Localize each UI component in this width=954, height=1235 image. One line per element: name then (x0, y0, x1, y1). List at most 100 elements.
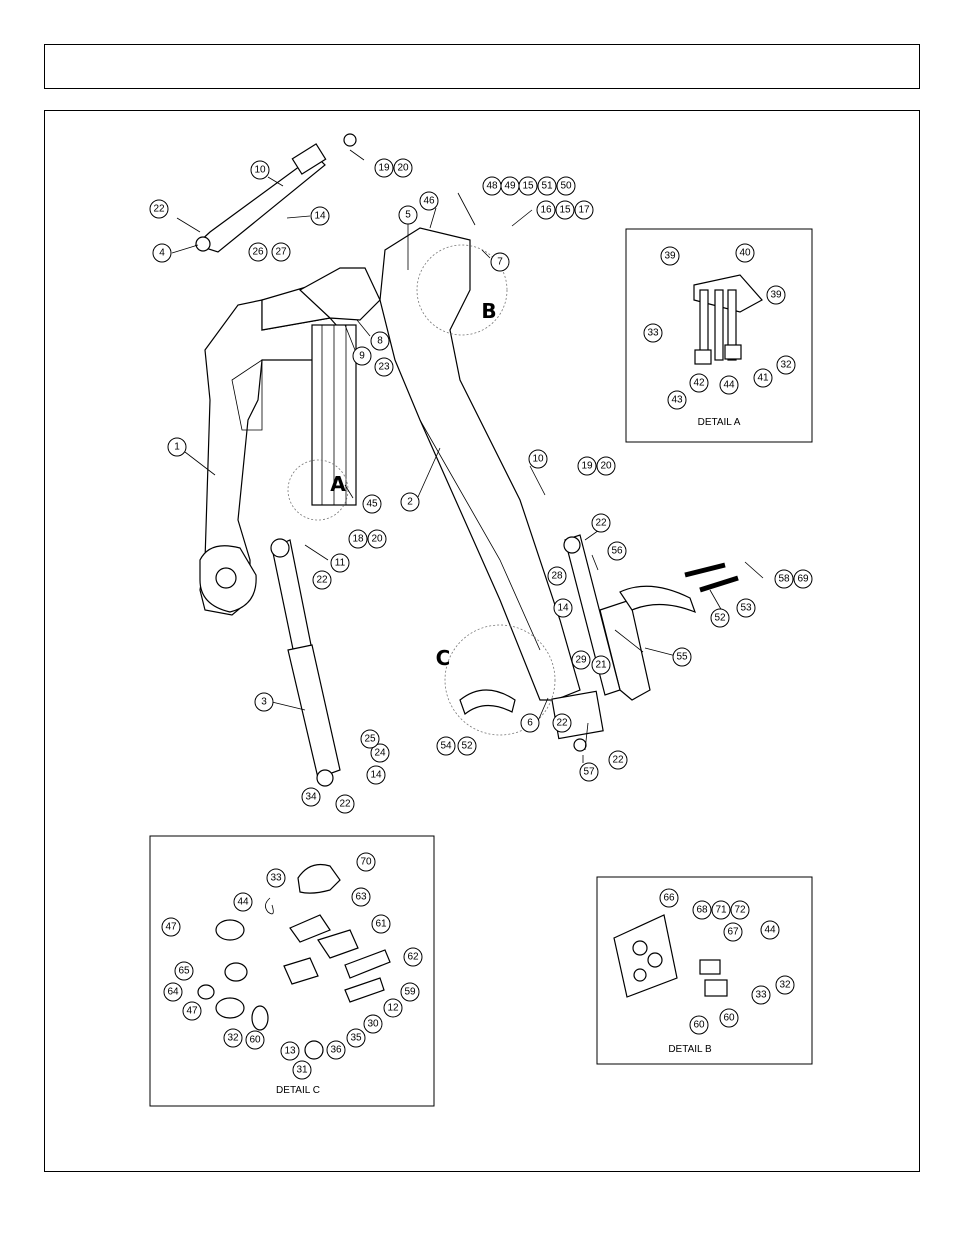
svg-text:15: 15 (559, 205, 571, 216)
svg-text:48: 48 (486, 181, 498, 192)
top-cylinder-eye (195, 236, 211, 252)
detail-b-coupler-2 (704, 979, 728, 997)
svg-text:52: 52 (714, 613, 726, 624)
svg-text:10: 10 (532, 454, 544, 465)
svg-text:2: 2 (407, 497, 413, 508)
detail-c-callout-12: 12 (383, 998, 403, 1018)
svg-text:22: 22 (153, 204, 165, 215)
callout-69: 69 (793, 569, 813, 589)
detail-c-callout-70: 65 (174, 961, 194, 981)
detail-a-marker: A (330, 472, 346, 496)
detail-c-callout-44: 44 (233, 892, 253, 912)
detail-c-callout-33: 33 (266, 868, 286, 888)
svg-text:61: 61 (375, 919, 387, 930)
leader-lines (171, 149, 764, 763)
svg-text:25: 25 (364, 734, 376, 745)
o-ring-60 (251, 1005, 269, 1031)
detail-c-callout-61: 61 (371, 914, 391, 934)
svg-text:14: 14 (557, 603, 569, 614)
svg-text:63: 63 (355, 892, 367, 903)
detail-b-callout-67: 67 (723, 922, 743, 942)
svg-text:6: 6 (527, 718, 533, 729)
svg-text:19: 19 (581, 461, 593, 472)
nut-47-bottom (215, 997, 245, 1019)
detail-a-callout-32: 32 (776, 355, 796, 375)
detail-c-label: DETAIL C (276, 1085, 320, 1096)
svg-text:43: 43 (671, 395, 683, 406)
callout-14-bottom: 14 (366, 765, 386, 785)
svg-text:56: 56 (611, 546, 623, 557)
detail-a-callout-39-left: 39 (660, 246, 680, 266)
detail-c-callout-35: 35 (346, 1028, 366, 1048)
callout-51: 51 (537, 176, 557, 196)
detail-b-callout-68: 68 (692, 900, 712, 920)
detail-c-callout-47-top: 47 (161, 917, 181, 937)
lift-cylinder-eye-top (270, 538, 290, 558)
svg-text:44: 44 (723, 380, 735, 391)
callout-20-mid: 20 (596, 456, 616, 476)
detail-b-callout-72: 72 (730, 900, 750, 920)
detail-a-callout-43: 43 (667, 390, 687, 410)
callout-57: 57 (579, 762, 599, 782)
svg-text:57: 57 (583, 767, 595, 778)
svg-text:67: 67 (727, 927, 739, 938)
svg-text:12: 12 (387, 1003, 399, 1014)
svg-text:64: 64 (167, 987, 179, 998)
detail-c-callout-63: 63 (351, 887, 371, 907)
svg-text:44: 44 (237, 897, 249, 908)
detail-c-callout-31: 31 (292, 1060, 312, 1080)
callout-2: 2 (400, 492, 420, 512)
upright-inner (231, 359, 263, 431)
detail-b-callout-66: 66 (659, 888, 679, 908)
svg-text:16: 16 (540, 205, 552, 216)
svg-text:14: 14 (314, 211, 326, 222)
svg-text:23: 23 (378, 362, 390, 373)
svg-text:11: 11 (335, 558, 346, 569)
svg-text:19: 19 (378, 163, 390, 174)
svg-text:60: 60 (249, 1035, 261, 1046)
detail-c-callout-13: 13 (280, 1041, 300, 1061)
callout-7: 7 (490, 252, 510, 272)
svg-text:22: 22 (612, 755, 624, 766)
top-cylinder-body (291, 143, 327, 175)
svg-text:47: 47 (186, 1006, 198, 1017)
svg-text:22: 22 (316, 575, 328, 586)
callout-54: 54 (436, 736, 456, 756)
callout-23: 23 (374, 357, 394, 377)
svg-text:66: 66 (663, 893, 675, 904)
callout-22-mid: 22 (312, 570, 332, 590)
adapter-12 (344, 977, 385, 1003)
callout-17: 17 (574, 200, 594, 220)
callout-34: 34 (301, 787, 321, 807)
callout-15b: 15 (555, 200, 575, 220)
svg-text:20: 20 (600, 461, 612, 472)
svg-text:22: 22 (595, 518, 607, 529)
plug-64 (197, 984, 215, 1000)
svg-text:9: 9 (359, 351, 365, 362)
detail-c-callout-64: 64 (163, 982, 183, 1002)
callout-27: 27 (271, 242, 291, 262)
svg-text:39: 39 (770, 290, 782, 301)
callout-22-right: 22 (591, 513, 611, 533)
svg-text:44: 44 (764, 925, 776, 936)
detail-b-callout-71: 71 (711, 900, 731, 920)
top-cylinder-pin-end (343, 133, 357, 147)
callout-19-top: 19 (374, 158, 394, 178)
svg-text:35: 35 (350, 1033, 362, 1044)
svg-text:40: 40 (739, 248, 751, 259)
detail-a-callout-33: 33 (643, 323, 663, 343)
detail-b-callout-60-right: 60 (719, 1008, 739, 1028)
svg-text:55: 55 (676, 652, 688, 663)
detail-b-coupler (699, 959, 721, 975)
o-ring-31 (304, 1040, 324, 1060)
svg-text:41: 41 (757, 373, 769, 384)
svg-text:71: 71 (715, 905, 727, 916)
detail-b-label: DETAIL B (668, 1044, 712, 1055)
svg-text:33: 33 (270, 873, 282, 884)
svg-text:32: 32 (780, 360, 792, 371)
detail-c-callout-36: 36 (326, 1040, 346, 1060)
svg-text:68: 68 (696, 905, 708, 916)
svg-text:1: 1 (174, 442, 180, 453)
callout-25: 25 (360, 729, 380, 749)
svg-text:54: 54 (440, 741, 452, 752)
